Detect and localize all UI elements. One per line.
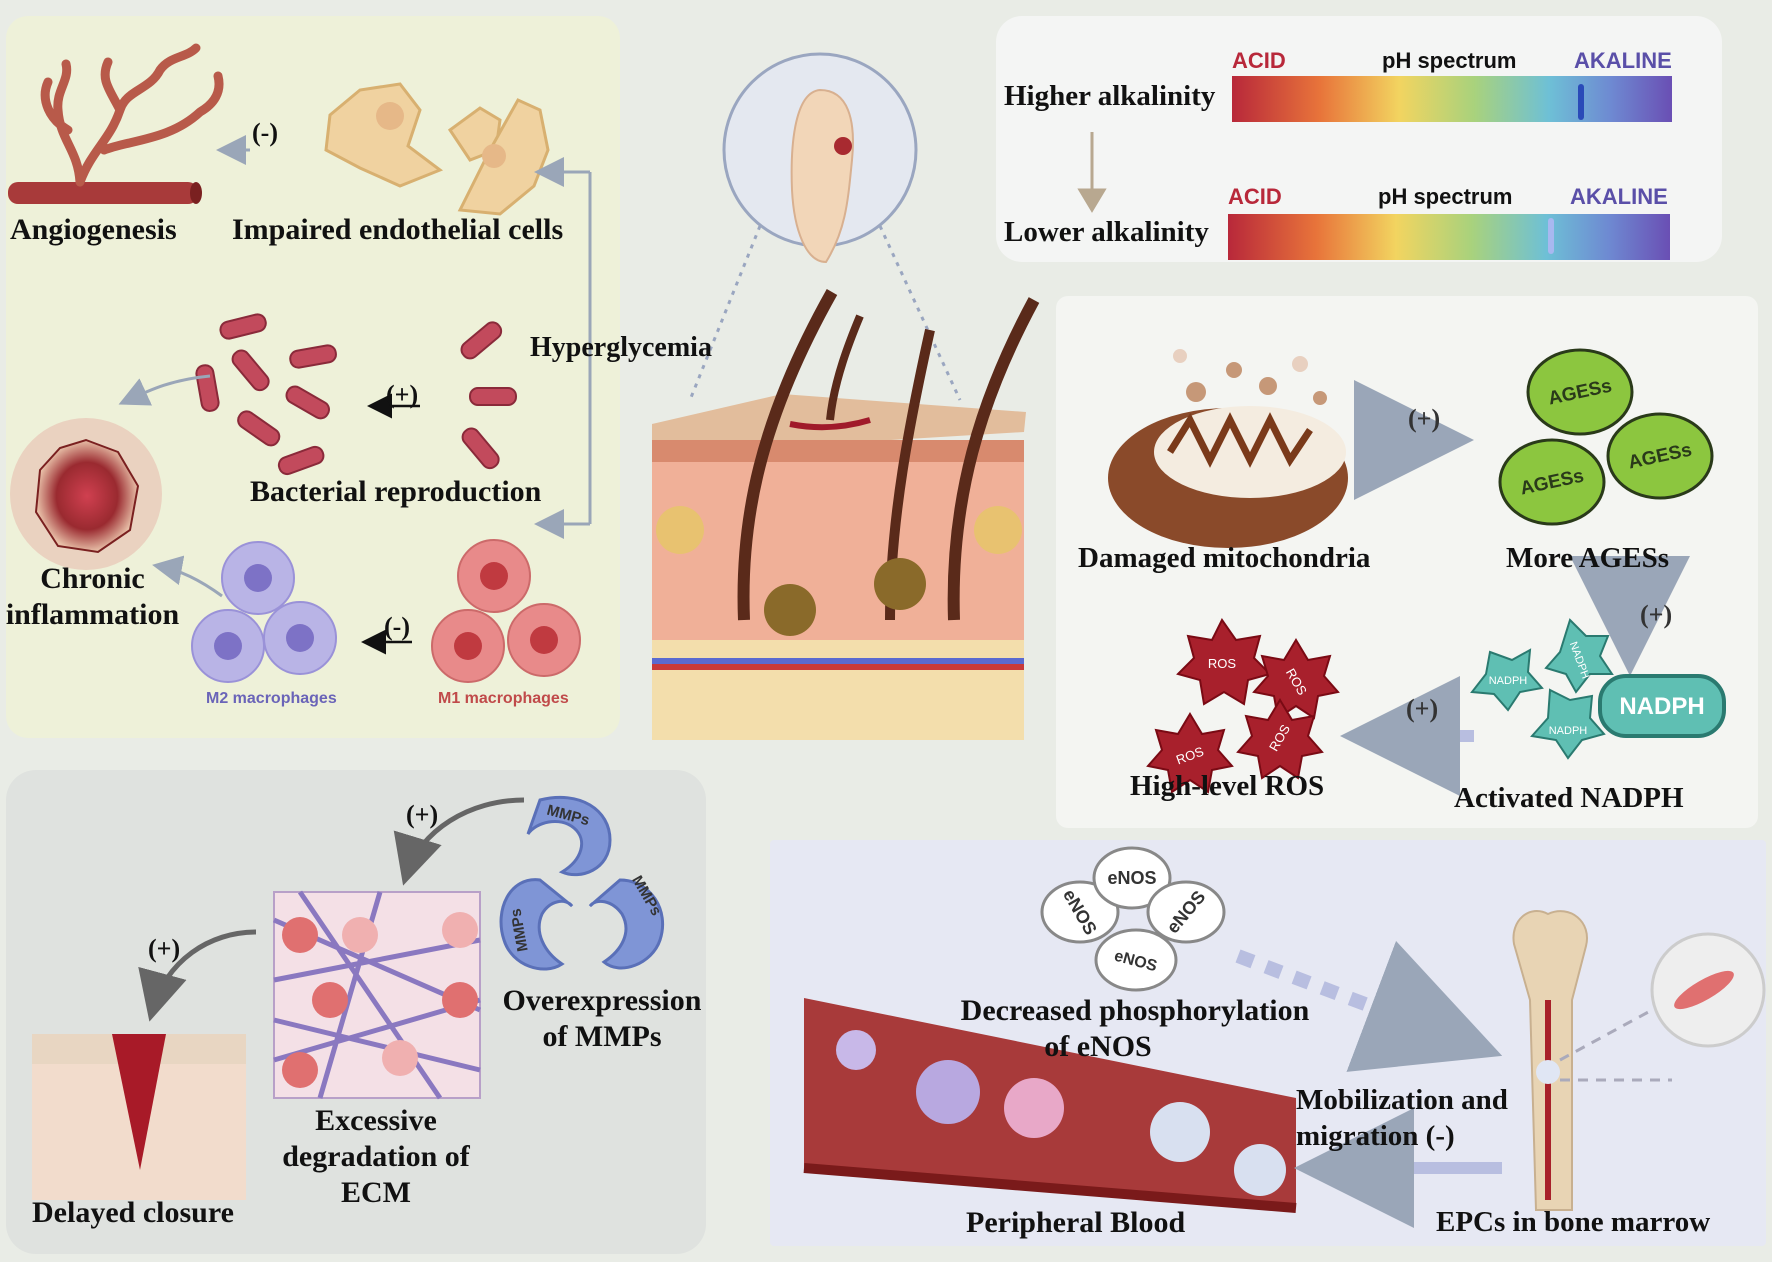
arrow-mmps-to-ecm (393, 797, 525, 886)
hyperglycemia-label: Hyperglycemia (530, 332, 712, 363)
mito-plus-label: (+) (1408, 404, 1441, 433)
nadph-box-label: NADPH (1619, 693, 1704, 720)
acid-label-top: ACID (1232, 48, 1286, 73)
ph-marker-lower (1548, 218, 1554, 254)
mmps-plus-label: (+) (406, 800, 439, 829)
mobilization-label-line2: migration (-) (1296, 1120, 1455, 1152)
angiogenesis-illustration (8, 43, 224, 204)
bone-illustration (1512, 909, 1766, 1211)
decreased-phosphorylation-line2: of eNOS (1044, 1030, 1152, 1063)
nadph-illustration (1470, 618, 1726, 760)
lower-alkalinity-label: Lower alkalinity (1004, 216, 1209, 248)
ecm-plus-label: (+) (148, 934, 181, 963)
ph-bar-lower (1228, 214, 1670, 260)
m2-macrophages-illustration (191, 541, 337, 683)
m1-macrophages-label: M1 macrophages (438, 690, 569, 707)
endothelial-cells-illustration (324, 82, 550, 216)
mobilization-label-line1: Mobilization and (1296, 1084, 1508, 1116)
ros-illustration (1146, 618, 1340, 794)
ecm-label-line3: ECM (341, 1176, 411, 1209)
alkaline-label-bottom: AKALINE (1570, 184, 1668, 209)
ages-plus-label: (+) (1640, 600, 1673, 629)
ages-illustration (1498, 348, 1714, 526)
m1-macrophages-illustration (431, 539, 581, 683)
arrow-alkalinity-down (1077, 132, 1107, 213)
ph-spectrum-label-bottom: pH spectrum (1378, 184, 1513, 209)
arrow-to-chronic-bottom (152, 555, 223, 598)
ph-bar-higher (1232, 76, 1672, 122)
arrow-enos-to-bone (1235, 940, 1503, 1072)
peripheral-blood-label: Peripheral Blood (966, 1206, 1186, 1239)
ecm-illustration (272, 890, 482, 1100)
bacteria-illustration (195, 313, 517, 476)
alkaline-label-top: AKALINE (1574, 48, 1672, 73)
acid-label-bottom: ACID (1228, 184, 1282, 209)
ph-marker-higher (1578, 84, 1584, 120)
blood-vessel-illustration (803, 998, 1297, 1213)
angiogenesis-minus-label: (-) (252, 118, 278, 147)
arrow-to-chronic-top (118, 374, 211, 406)
overexpression-label-line2: of MMPs (542, 1020, 662, 1053)
overexpression-label-line1: Overexpression (502, 984, 702, 1017)
impaired-endothelial-label: Impaired endothelial cells (232, 213, 564, 246)
bacterial-reproduction-label: Bacterial reproduction (250, 475, 542, 508)
decreased-phosphorylation-line1: Decreased phosphorylation (960, 994, 1310, 1027)
ecm-label-line2: degradation of (282, 1140, 470, 1173)
enos-label-2: eNOS (1107, 868, 1156, 888)
skin-block-illustration (652, 289, 1040, 740)
chronic-wound-illustration (10, 418, 162, 570)
delayed-closure-label: Delayed closure (32, 1196, 234, 1229)
ecm-label-line1: Excessive (315, 1104, 437, 1137)
higher-alkalinity-label: Higher alkalinity (1004, 80, 1216, 112)
mmps-illustration (499, 795, 665, 971)
arrow-ecm-to-closure (138, 929, 257, 1022)
chronic-label-line2: inflammation (5, 598, 180, 631)
more-ages-label: More AGESs (1506, 542, 1669, 574)
foot-illustration (688, 52, 962, 401)
high-level-ros-label: High-level ROS (1130, 770, 1325, 802)
angiogenesis-label: Angiogenesis (10, 213, 177, 246)
mitochondria-illustration (1108, 349, 1348, 548)
nadph-star-label-1: NADPH (1489, 675, 1528, 687)
ros-label-1: ROS (1208, 656, 1237, 671)
enos-illustration (1040, 846, 1226, 992)
m2-macrophages-label: M2 macrophages (206, 690, 337, 707)
activated-nadph-label: Activated NADPH (1454, 782, 1684, 814)
damaged-mitochondria-label: Damaged mitochondria (1078, 542, 1371, 574)
nadph-plus-label: (+) (1406, 694, 1439, 723)
macrophage-minus-label: (-) (384, 612, 410, 641)
delayed-closure-illustration (32, 1034, 246, 1200)
bacteria-plus-label: (+) (386, 380, 419, 409)
epcs-label: EPCs in bone marrow (1436, 1206, 1711, 1238)
chronic-label-line1: Chronic (40, 562, 145, 595)
ph-spectrum-label-top: pH spectrum (1382, 48, 1517, 73)
nadph-star-label-3: NADPH (1549, 725, 1588, 737)
